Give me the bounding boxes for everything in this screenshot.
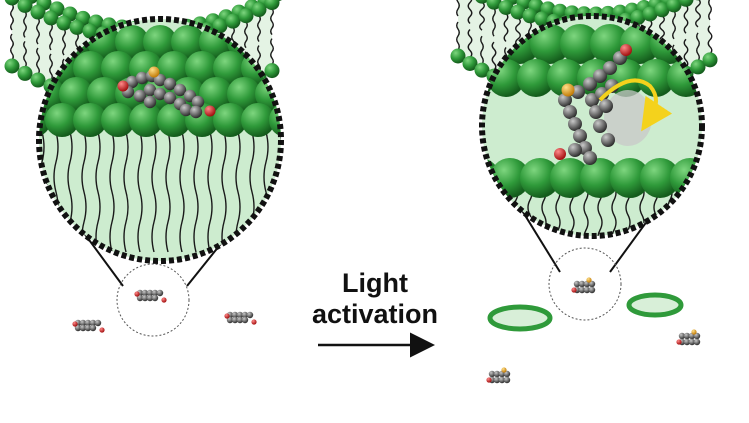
curved-rotation-arrow-icon bbox=[598, 78, 673, 132]
membrane-closeup-before-icon bbox=[36, 16, 284, 264]
membrane-closeup-after-icon bbox=[479, 13, 705, 239]
caption-line-1: Light bbox=[342, 268, 408, 298]
caption-line-2: activation bbox=[311, 299, 439, 329]
focus-circle-right bbox=[548, 247, 622, 321]
process-label: Light activation bbox=[300, 268, 450, 330]
focus-circle-left bbox=[116, 263, 190, 337]
